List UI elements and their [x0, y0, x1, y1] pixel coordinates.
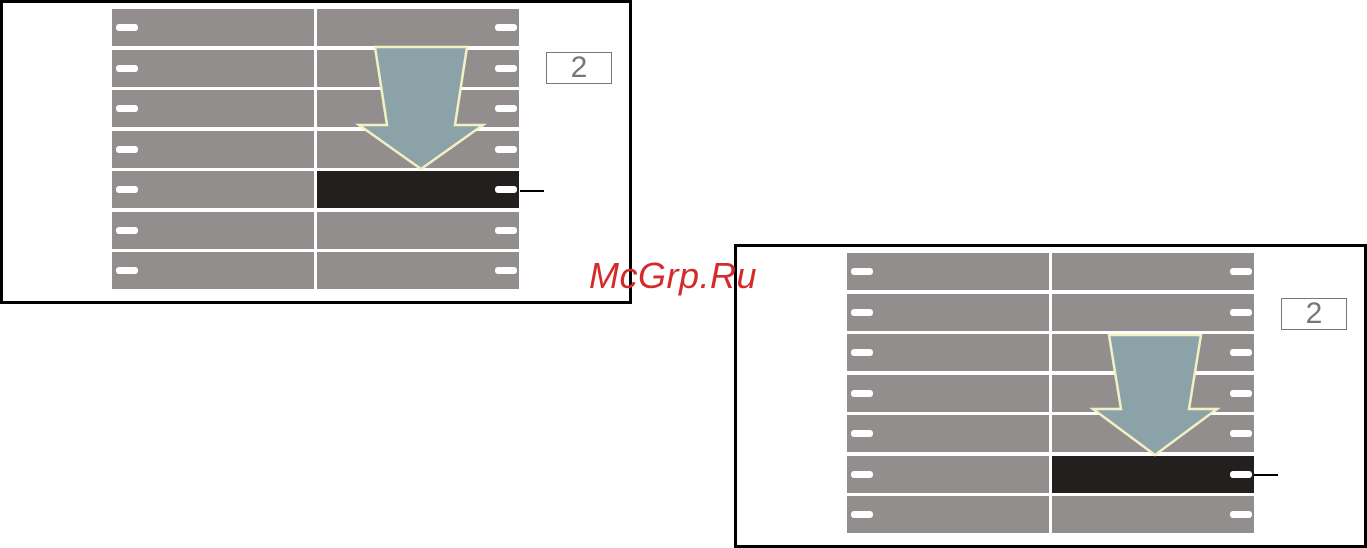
- dash-icon: [116, 227, 138, 234]
- dash-icon: [116, 24, 138, 31]
- menu-item-value-cell[interactable]: [317, 252, 519, 289]
- menu-item-label-cell[interactable]: [112, 131, 314, 168]
- page-number: 2: [1306, 299, 1323, 329]
- menu-item-label-cell[interactable]: [112, 9, 314, 46]
- dash-icon: [116, 65, 138, 72]
- menu-item-value-cell[interactable]: [1052, 253, 1254, 290]
- dash-icon: [495, 186, 517, 193]
- dash-icon: [116, 267, 138, 274]
- dash-icon: [116, 105, 138, 112]
- menu-item-label-cell[interactable]: [112, 90, 314, 127]
- menu-item-value-cell[interactable]: [1052, 294, 1254, 331]
- dash-icon: [1230, 349, 1252, 356]
- dash-icon: [1230, 390, 1252, 397]
- menu-item-value-cell-selected[interactable]: [317, 171, 519, 208]
- dash-icon: [495, 267, 517, 274]
- menu-item-label-cell[interactable]: [847, 456, 1049, 493]
- dash-icon: [851, 511, 873, 518]
- menu-item-value-cell[interactable]: [317, 212, 519, 249]
- menu-item-label-cell[interactable]: [112, 50, 314, 87]
- dash-icon: [495, 24, 517, 31]
- dash-icon: [1230, 471, 1252, 478]
- watermark-text: McGrp.Ru: [589, 255, 757, 297]
- dash-icon: [1230, 268, 1252, 275]
- down-arrow-icon: [1089, 333, 1221, 459]
- dash-icon: [495, 65, 517, 72]
- menu-item-value-cell[interactable]: [317, 9, 519, 46]
- menu-screen-after: 2: [734, 244, 1367, 548]
- page-number-box: 2: [1281, 298, 1347, 330]
- menu-item-label-cell[interactable]: [112, 171, 314, 208]
- dash-icon: [1230, 511, 1252, 518]
- dash-icon: [851, 268, 873, 275]
- dash-icon: [495, 105, 517, 112]
- dash-icon: [116, 186, 138, 193]
- page-number: 2: [571, 53, 588, 83]
- menu-item-value-cell[interactable]: [1052, 496, 1254, 533]
- callout-line: [1254, 474, 1278, 476]
- menu-screen-before: 2: [0, 0, 632, 304]
- menu-item-label-cell[interactable]: [847, 375, 1049, 412]
- dash-icon: [851, 390, 873, 397]
- dash-icon: [851, 349, 873, 356]
- menu-item-label-cell[interactable]: [847, 294, 1049, 331]
- menu-item-label-cell[interactable]: [112, 212, 314, 249]
- dash-icon: [851, 430, 873, 437]
- dash-icon: [851, 309, 873, 316]
- dash-icon: [495, 227, 517, 234]
- callout-line: [520, 190, 544, 192]
- menu-item-label-cell[interactable]: [847, 253, 1049, 290]
- menu-item-label-cell[interactable]: [112, 252, 314, 289]
- menu-item-label-cell[interactable]: [847, 334, 1049, 371]
- page-number-box: 2: [546, 52, 612, 84]
- dash-icon: [116, 146, 138, 153]
- dash-icon: [1230, 430, 1252, 437]
- dash-icon: [495, 146, 517, 153]
- down-arrow-icon: [355, 45, 487, 171]
- menu-item-label-cell[interactable]: [847, 415, 1049, 452]
- dash-icon: [851, 471, 873, 478]
- menu-item-label-cell[interactable]: [847, 496, 1049, 533]
- dash-icon: [1230, 309, 1252, 316]
- menu-item-value-cell-selected[interactable]: [1052, 456, 1254, 493]
